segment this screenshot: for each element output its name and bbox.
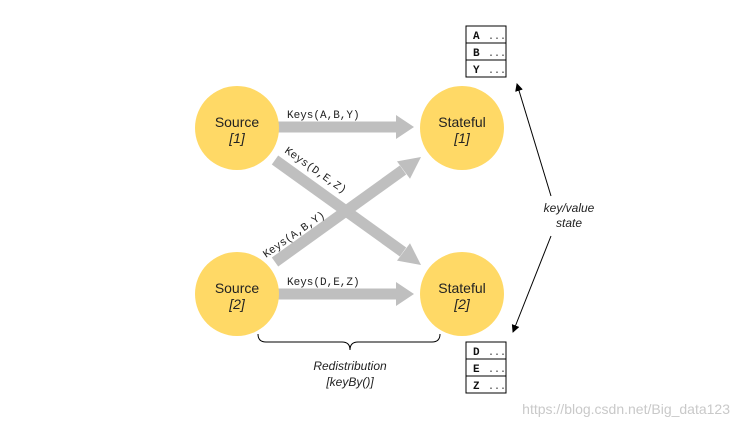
state-double-arrow [511, 83, 552, 333]
arrow-source1-to-stateful1 [278, 115, 414, 139]
node-source-1: Source [1] [195, 86, 279, 170]
state-table-1-row: B ... [473, 48, 506, 60]
state-value: ... [488, 365, 506, 376]
edge-label-s1-st1: Keys(A,B,Y) [287, 110, 360, 122]
node-stateful-2-index: [2] [453, 296, 471, 312]
state-table-1-row: Y ... [473, 65, 506, 77]
state-label-line2: state [556, 216, 582, 230]
state-key: E [473, 364, 480, 376]
state-label-line1: key/value [544, 201, 595, 215]
node-stateful-1-index: [1] [453, 130, 471, 146]
state-value: ... [488, 382, 506, 393]
redistribution-label-line2: [keyBy()] [325, 375, 374, 389]
edge-label-s2-st2: Keys(D,E,Z) [287, 277, 360, 289]
state-key: A [473, 31, 480, 43]
state-table-2-row: Z ... [473, 381, 506, 393]
node-stateful-1: Stateful [1] [420, 86, 504, 170]
redistribution-label-line1: Redistribution [313, 359, 387, 373]
state-table-1-row: A ... [473, 31, 506, 43]
state-key: D [473, 347, 480, 359]
state-key: Z [473, 381, 480, 393]
watermark-text: https://blog.csdn.net/Big_data123 [522, 401, 730, 417]
node-source-2-title: Source [215, 280, 260, 296]
state-key: Y [473, 65, 480, 77]
state-table-2-row: D ... [473, 347, 506, 359]
state-table-1: A ... B ... Y ... [465, 25, 507, 78]
arrow-source2-to-stateful2 [278, 282, 414, 306]
node-stateful-2: Stateful [2] [420, 252, 504, 336]
node-source-2-index: [2] [228, 296, 246, 312]
state-value: ... [488, 49, 506, 60]
state-table-2-row: E ... [473, 364, 506, 376]
node-source-1-index: [1] [228, 130, 246, 146]
arrow-source2-to-stateful1 [271, 157, 421, 267]
state-table-2: D ... E ... Z ... [465, 341, 507, 394]
state-value: ... [488, 32, 506, 43]
state-value: ... [488, 66, 506, 77]
node-stateful-1-title: Stateful [438, 114, 485, 130]
node-stateful-2-title: Stateful [438, 280, 485, 296]
redistribution-brace [257, 333, 441, 351]
state-key: B [473, 48, 480, 60]
node-source-1-title: Source [215, 114, 260, 130]
state-value: ... [488, 348, 506, 359]
arrow-source1-to-stateful2 [271, 155, 421, 265]
node-source-2: Source [2] [195, 252, 279, 336]
